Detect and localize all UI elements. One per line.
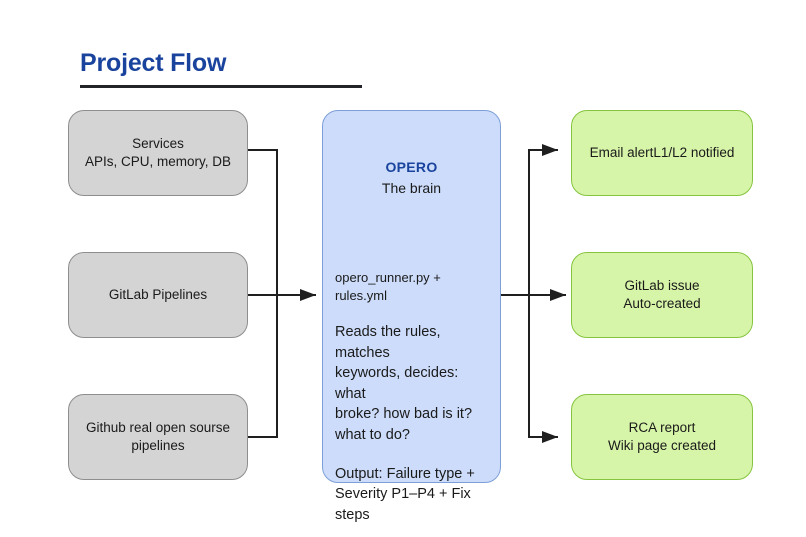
opero-output-description: Output: Failure type + Severity P1–P4 + … [335, 465, 475, 523]
node-github-pipelines-label: Github real open sourse pipelines [85, 419, 231, 453]
node-rca-report-label: RCA report Wiki page created [607, 419, 717, 453]
opero-logic-description: Reads the rules, matches keywords, decid… [335, 324, 473, 443]
connector-opero-to-email-alert [528, 144, 558, 295]
connector-opero-to-rca-report [528, 295, 558, 443]
opero-runner-file-label: opero_runner.py + rules.yml [335, 270, 441, 303]
outbound-connectors [501, 144, 566, 443]
node-services-label: Services APIs, CPU, memory, DB [84, 135, 232, 169]
inbound-connectors [248, 149, 316, 438]
opero-subheading: The brain [381, 180, 442, 196]
node-github-pipelines[interactable]: Github real open sourse pipelines [68, 394, 248, 480]
connector-github-to-opero [248, 295, 278, 438]
node-gitlab-issue-label: GitLab issue Auto-created [623, 277, 701, 311]
node-email-alert-label: Email alertL1/L2 notified [589, 144, 735, 160]
node-gitlab-pipelines[interactable]: GitLab Pipelines [68, 252, 248, 338]
node-rca-report[interactable]: RCA report Wiki page created [571, 394, 753, 480]
node-gitlab-pipelines-label: GitLab Pipelines [108, 286, 208, 302]
node-opero-engine[interactable]: OPERO The brain opero_runner.py + rules.… [322, 110, 501, 523]
node-gitlab-issue[interactable]: GitLab issue Auto-created [571, 252, 753, 338]
title-block: Project Flow [80, 49, 380, 88]
node-services[interactable]: Services APIs, CPU, memory, DB [68, 110, 248, 196]
connector-services-to-opero [248, 149, 278, 295]
title-underline-rule [80, 84, 362, 88]
opero-body: opero_runner.py + rules.yml Reads the ru… [335, 269, 490, 525]
page-title: Project Flow [80, 49, 227, 77]
node-email-alert[interactable]: Email alertL1/L2 notified [571, 110, 753, 196]
opero-heading: OPERO [385, 159, 438, 175]
